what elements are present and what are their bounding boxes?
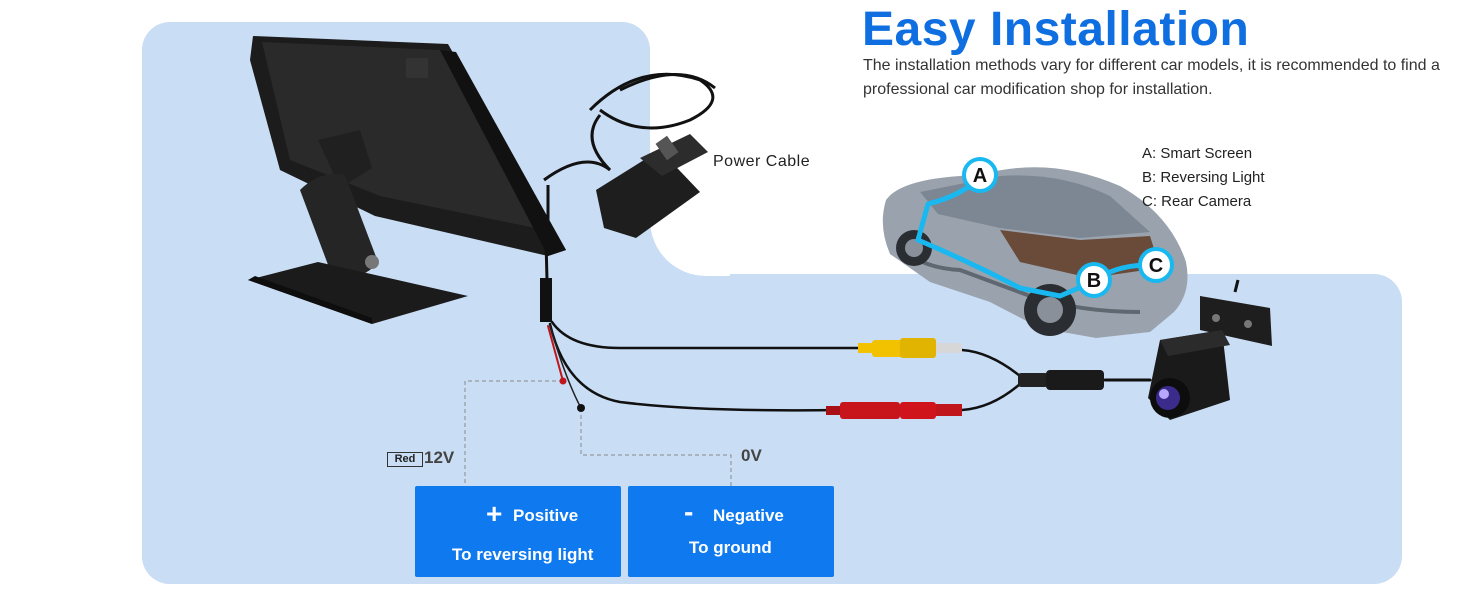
page-subtitle: The installation methods vary for differ… xyxy=(863,57,1440,98)
wiring-harness xyxy=(540,238,1152,412)
voltage-12v-label: 12V xyxy=(424,448,455,467)
negative-terminal-box: - Negative To ground xyxy=(628,486,834,577)
power-cable-icon xyxy=(543,72,716,240)
rca-yellow-connector-icon xyxy=(858,338,962,358)
route-marker-a-label: A xyxy=(973,165,987,187)
route-marker-b-label: B xyxy=(1087,270,1101,292)
negative-heading: Negative xyxy=(713,506,784,525)
negative-leader-line xyxy=(580,408,732,486)
car-charger-plug-icon xyxy=(596,134,708,238)
positive-heading: Positive xyxy=(513,506,579,525)
red-wire-tag: Red xyxy=(387,452,423,467)
route-marker-c xyxy=(1138,247,1174,283)
voltage-0v-label: 0V xyxy=(741,446,762,465)
car-cutaway-icon xyxy=(882,167,1188,338)
page-title: Easy Installation xyxy=(862,3,1250,56)
leader-lines xyxy=(464,380,732,486)
positive-terminal-box: + Positive To reversing light xyxy=(415,486,621,577)
positive-leader-line xyxy=(464,380,563,486)
route-marker-b xyxy=(1076,262,1112,298)
legend-item-reversing-light: B: Reversing Light xyxy=(1142,169,1265,186)
component-legend: A: Smart Screen B: Reversing Light C: Re… xyxy=(1142,142,1265,214)
install-route-line xyxy=(915,175,1157,299)
rear-camera-icon xyxy=(1148,279,1272,420)
positive-subtext: To reversing light xyxy=(452,545,594,564)
legend-item-smart-screen: A: Smart Screen xyxy=(1142,145,1253,162)
negative-subtext: To ground xyxy=(689,538,772,557)
inline-connector-icon xyxy=(1018,370,1104,390)
legend-item-rear-camera: C: Rear Camera xyxy=(1142,193,1252,210)
rca-red-connector-icon xyxy=(826,402,962,419)
power-cable-label: Power Cable xyxy=(713,153,811,170)
minus-icon: - xyxy=(684,496,694,527)
smart-screen-monitor-icon xyxy=(248,36,566,324)
route-marker-c-label: C xyxy=(1149,255,1163,277)
plus-icon: + xyxy=(486,498,503,529)
route-marker-a xyxy=(962,157,998,193)
